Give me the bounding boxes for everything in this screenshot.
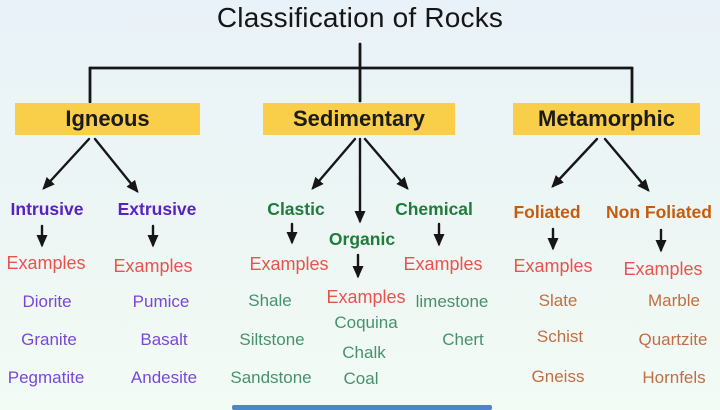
category-box-metamorphic: Metamorphic	[513, 103, 700, 135]
examples-label-clastic: Examples	[249, 254, 329, 274]
rock-coquina: Coquina	[334, 313, 398, 332]
rock-shale: Shale	[248, 291, 292, 310]
rock-siltstone: Siltstone	[239, 330, 305, 349]
diagram-title: Classification of Rocks	[216, 2, 504, 33]
rock-marble: Marble	[648, 291, 700, 310]
rock-gneiss: Gneiss	[531, 367, 585, 386]
rock-limestone: limestone	[415, 292, 489, 311]
rock-chalk: Chalk	[342, 343, 386, 362]
examples-label-organic: Examples	[326, 287, 406, 307]
rock-hornfels: Hornfels	[642, 368, 706, 387]
rock-granite: Granite	[21, 330, 77, 349]
subcategory-organic: Organic	[328, 229, 396, 249]
rock-pegmatite: Pegmatite	[7, 368, 85, 387]
rock-diorite: Diorite	[22, 292, 72, 311]
subcategory-foliated: Foliated	[513, 202, 581, 222]
category-box-sedimentary: Sedimentary	[263, 103, 455, 135]
rock-schist: Schist	[536, 327, 584, 346]
subcategory-intrusive: Intrusive	[10, 199, 84, 219]
rock-quartzite: Quartzite	[638, 330, 708, 349]
examples-label-foliated: Examples	[513, 256, 593, 276]
examples-label-chemical: Examples	[403, 254, 483, 274]
rock-chert: Chert	[442, 330, 484, 349]
examples-label-non-foliated: Examples	[623, 259, 703, 279]
rock-andesite: Andesite	[130, 368, 198, 387]
category-box-igneous: Igneous	[15, 103, 200, 135]
rock-sandstone: Sandstone	[230, 368, 312, 387]
subcategory-extrusive: Extrusive	[117, 199, 197, 219]
examples-label-extrusive: Examples	[113, 256, 193, 276]
rock-coal: Coal	[343, 369, 379, 388]
subcategory-chemical: Chemical	[395, 199, 473, 219]
subcategory-clastic: Clastic	[267, 199, 325, 219]
subcategory-non-foliated: Non Foliated	[606, 202, 712, 222]
bottom-progress-bar	[232, 405, 492, 410]
examples-label-intrusive: Examples	[6, 253, 86, 273]
rock-basalt: Basalt	[140, 330, 188, 349]
rock-pumice: Pumice	[132, 292, 190, 311]
rock-slate: Slate	[538, 291, 578, 310]
